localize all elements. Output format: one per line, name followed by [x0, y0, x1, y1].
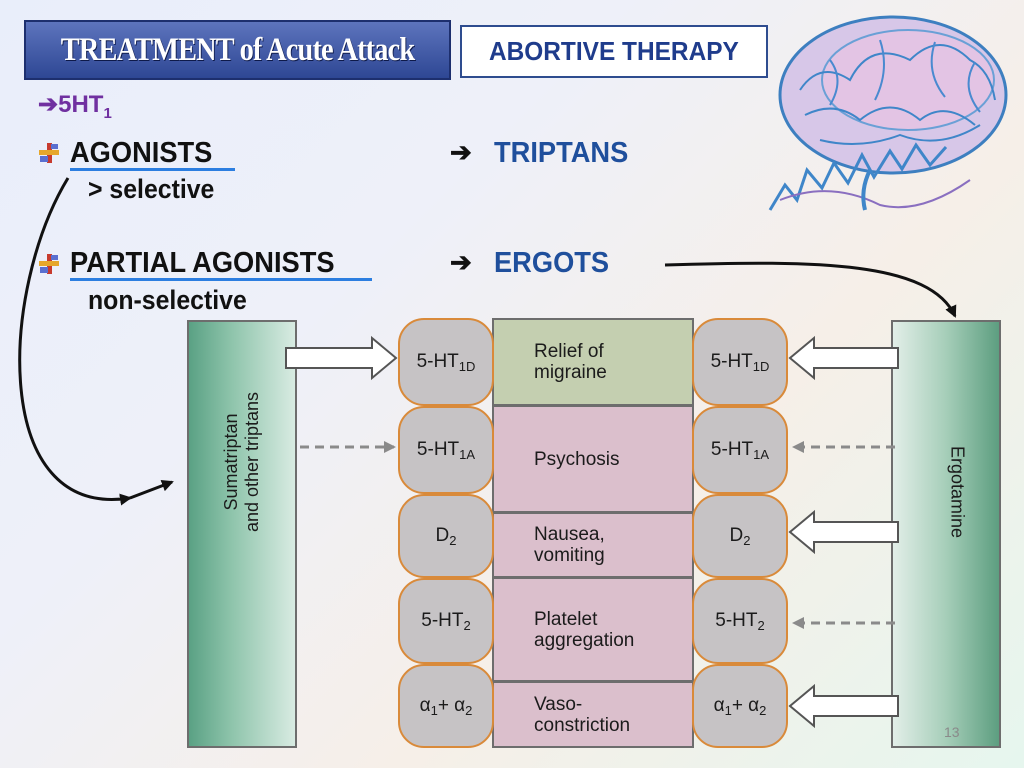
effect-box-psychosis: Psychosis	[492, 405, 694, 513]
right-drug-box	[891, 320, 1001, 748]
title-banner: TREATMENT of Acute Attack	[24, 20, 451, 80]
receptor-class-heading: ➔5HT1	[38, 91, 112, 122]
agonists-underline	[70, 168, 235, 171]
ergots-connector-curve	[664, 261, 957, 318]
agonists-connector-arrowtip	[129, 479, 174, 500]
effect-box-nausea: Nausea, vomiting	[492, 512, 694, 578]
partial-agonists-label: PARTIAL AGONISTS	[70, 247, 335, 279]
effect-box-platelet: Platelet aggregation	[492, 577, 694, 682]
solid-arrow-right	[285, 335, 398, 381]
abortive-therapy-box: ABORTIVE THERAPY	[460, 25, 768, 78]
partial-agonists-underline	[70, 278, 372, 281]
triptans-label: TRIPTANS	[494, 137, 629, 169]
agonists-detail: > selective	[88, 174, 215, 204]
right-arrow-icon: ➔	[450, 137, 472, 167]
abortive-therapy-label: ABORTIVE THERAPY	[489, 36, 739, 66]
slide-title: TREATMENT of Acute Attack	[60, 31, 415, 68]
page-number: 13	[944, 724, 960, 740]
solid-arrow-left	[788, 509, 899, 555]
colored-cross-bullet-icon	[39, 143, 59, 163]
right-arrow-icon: ➔	[450, 247, 472, 277]
colored-cross-bullet-icon	[39, 254, 59, 274]
left-drug-box	[187, 320, 297, 748]
ergots-label: ERGOTS	[494, 247, 610, 279]
solid-arrow-left	[788, 683, 899, 729]
solid-arrow-left	[788, 335, 899, 381]
effect-box-vasoconstriction: Vaso- constriction	[492, 681, 694, 748]
agonists-label: AGONISTS	[70, 137, 213, 169]
agonists-connector-curve	[18, 177, 132, 506]
partial-agonists-detail: non-selective	[88, 285, 247, 315]
right-arrow-icon: ➔	[38, 91, 59, 118]
